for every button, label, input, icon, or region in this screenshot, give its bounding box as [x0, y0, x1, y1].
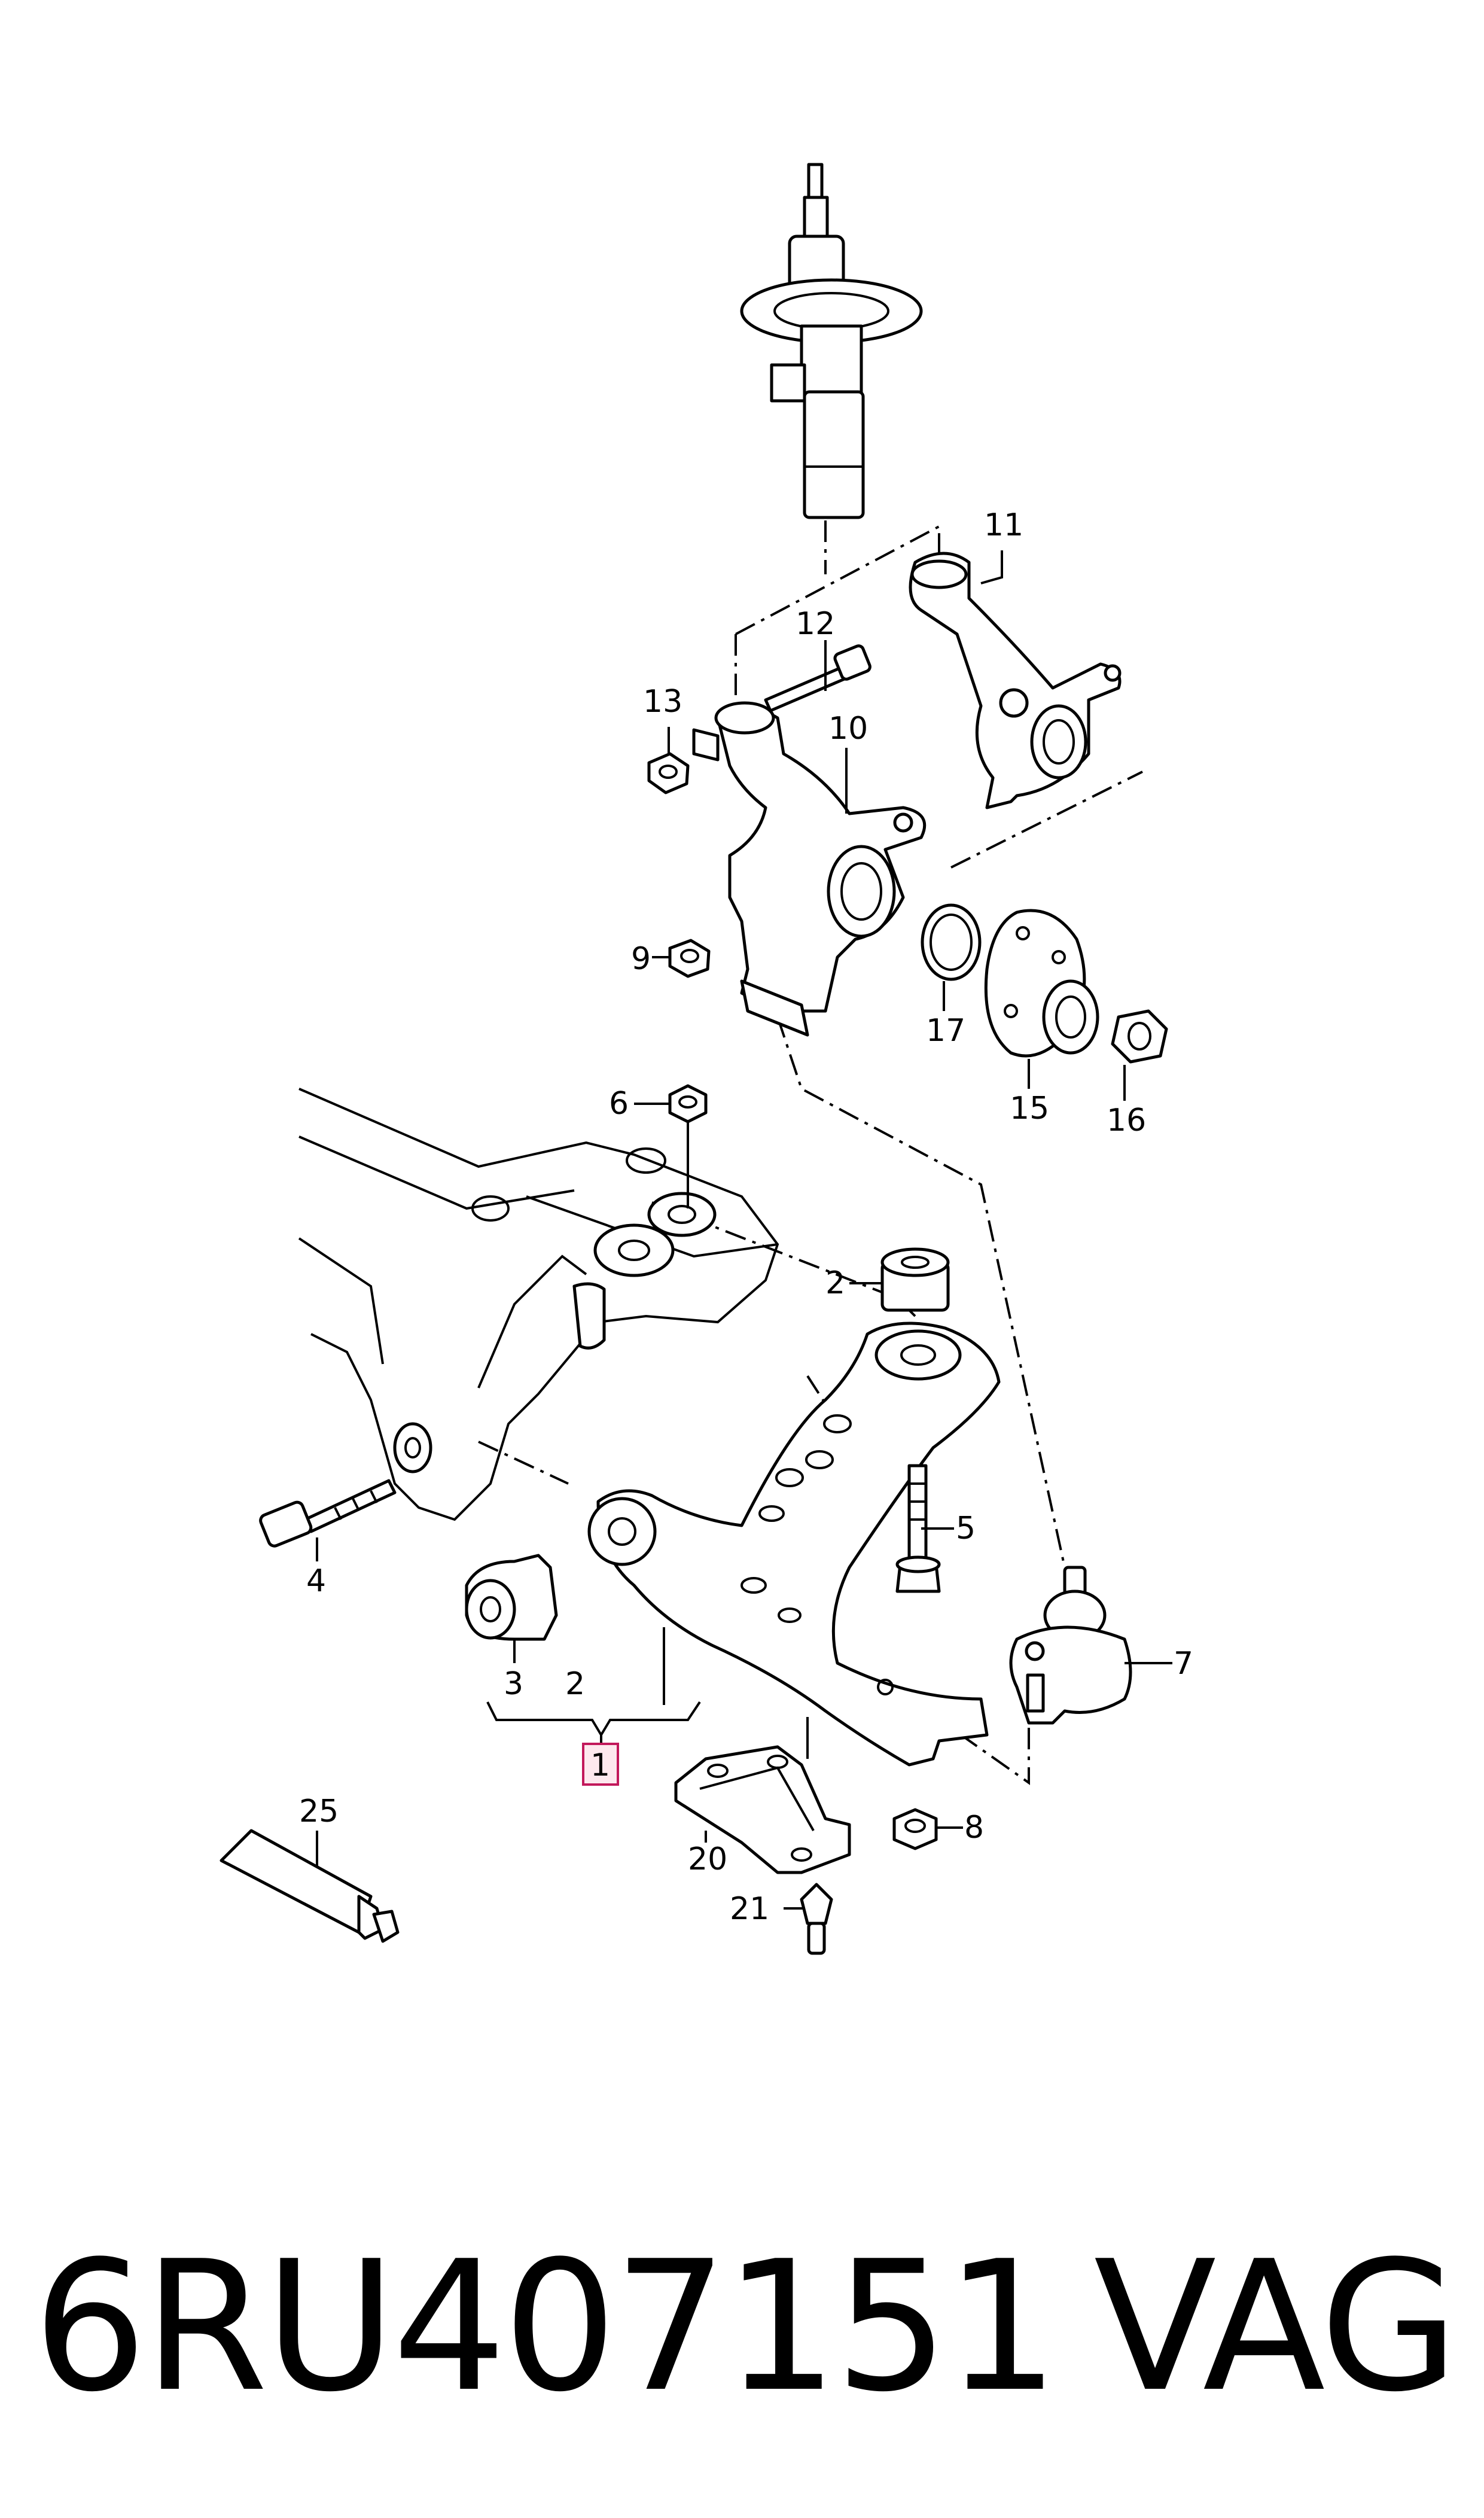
nut-9 [668, 939, 711, 978]
callout-12[interactable]: 12 [796, 606, 835, 642]
bolt-5 [895, 1464, 941, 1593]
callout-3[interactable]: 3 [504, 1666, 523, 1702]
steering-knuckle-11 [909, 552, 1122, 809]
rear-bushing-2 [880, 1247, 950, 1312]
callout-2-lower[interactable]: 2 [565, 1666, 585, 1702]
callout-5[interactable]: 5 [956, 1511, 976, 1546]
callout-20[interactable]: 20 [688, 1841, 727, 1877]
callout-13[interactable]: 13 [643, 684, 682, 720]
callout-labels: 11 12 13 10 9 17 15 16 6 2 5 4 7 3 2 8 2… [299, 507, 1193, 1927]
callout-1-highlight[interactable] [582, 1743, 619, 1786]
shock-absorber-strut [740, 163, 923, 519]
callout-15[interactable]: 15 [1010, 1091, 1049, 1126]
clip-21 [800, 1883, 833, 1955]
bolt-4 [259, 1479, 397, 1548]
brand-name: VAG [1093, 2222, 1459, 2431]
hub-nut-16 [1111, 1009, 1168, 1064]
nut-6 [668, 1084, 708, 1123]
callout-16[interactable]: 16 [1107, 1103, 1146, 1138]
footer: 6RU407151 VAG [33, 2222, 1459, 2431]
callout-9[interactable]: 9 [631, 941, 651, 977]
steering-knuckle-10 [692, 701, 927, 1037]
o-ring-17 [921, 903, 982, 981]
callout-2-upper[interactable]: 2 [825, 1265, 845, 1301]
callout-1[interactable]: 1 [590, 1747, 610, 1783]
callout-4[interactable]: 4 [306, 1563, 326, 1599]
callout-7[interactable]: 7 [1174, 1646, 1193, 1682]
callout-11[interactable]: 11 [984, 507, 1023, 543]
front-bushing-3 [465, 1554, 558, 1641]
subframe [298, 1088, 779, 1521]
bolt-12 [764, 644, 871, 713]
wheel-hub-15 [984, 909, 1099, 1058]
cover-plate-20 [674, 1745, 851, 1874]
callout-10[interactable]: 10 [828, 711, 868, 747]
callout-25[interactable]: 25 [299, 1794, 339, 1829]
callout-8[interactable]: 8 [964, 1810, 984, 1846]
callout-21[interactable]: 21 [730, 1891, 769, 1927]
control-arm-1 [587, 1322, 1001, 1767]
leader-lines [316, 550, 1172, 1910]
callout-17[interactable]: 17 [926, 1013, 965, 1049]
nut-8 [892, 1808, 938, 1850]
grease-tube-25 [220, 1829, 400, 1943]
nut-13 [647, 752, 690, 794]
part-number: 6RU407151 [33, 2222, 1059, 2431]
callout-6[interactable]: 6 [609, 1086, 629, 1122]
ball-joint-7 [1009, 1566, 1132, 1725]
